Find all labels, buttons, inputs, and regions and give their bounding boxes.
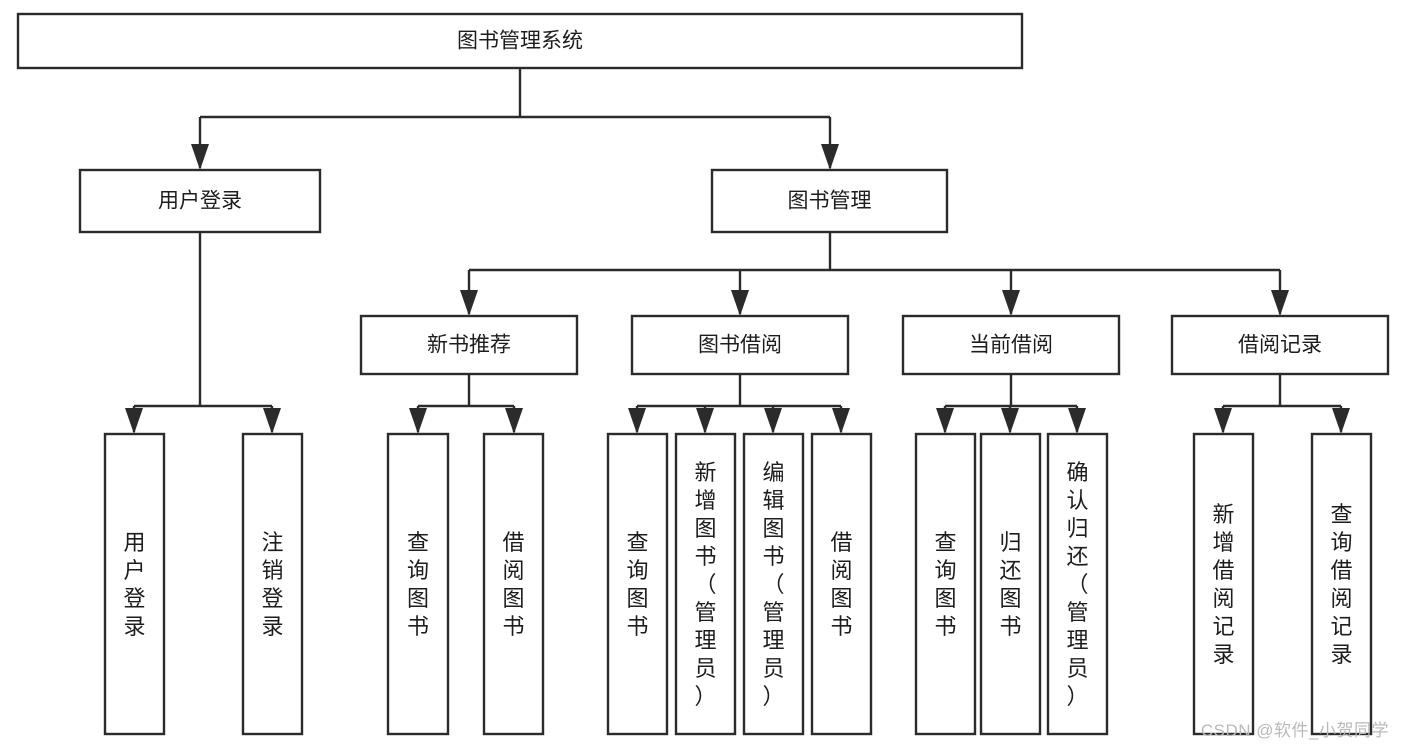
node-leaf-7-label: 借阅图书 — [830, 530, 852, 639]
node-root[interactable]: 图书管理系统 — [16, 12, 1024, 70]
node-leaf-7-box[interactable] — [810, 432, 873, 736]
arrow-head-icon — [1214, 408, 1232, 434]
arrow-head-icon — [191, 144, 209, 170]
node-leaf-2-box[interactable] — [386, 432, 450, 736]
arrow-head-icon — [1068, 408, 1086, 434]
node-level1-1-label: 图书管理 — [788, 190, 872, 213]
node-leaf-1-label: 注销登录 — [261, 530, 283, 639]
node-leaf-12-label: 查询借阅记录 — [1330, 502, 1352, 667]
node-level2-0-box[interactable] — [359, 314, 579, 376]
node-leaf-6-box[interactable] — [742, 432, 805, 736]
node-leaf-12[interactable]: 查询借阅记录 — [1310, 432, 1373, 736]
node-level2-0[interactable]: 新书推荐 — [359, 314, 579, 376]
arrow-head-icon — [1271, 290, 1289, 316]
node-leaf-6-label: 编辑图书（管理员） — [762, 460, 784, 709]
node-leaf-5[interactable]: 新增图书（管理员） — [674, 432, 737, 736]
node-root-box[interactable] — [16, 12, 1024, 70]
node-leaf-1-box[interactable] — [241, 432, 304, 736]
node-leaf-3-label: 借阅图书 — [502, 530, 524, 639]
node-leaf-11[interactable]: 新增借阅记录 — [1192, 432, 1255, 736]
arrow-head-icon — [505, 408, 523, 434]
node-leaf-8-label: 查询图书 — [934, 530, 956, 639]
node-leaf-4[interactable]: 查询图书 — [606, 432, 669, 736]
arrow-head-icon — [764, 408, 782, 434]
node-level2-0-label: 新书推荐 — [427, 334, 511, 357]
node-leaf-3-box[interactable] — [482, 432, 545, 736]
node-leaf-2[interactable]: 查询图书 — [386, 432, 450, 736]
node-root-label: 图书管理系统 — [457, 30, 583, 53]
arrow-head-icon — [125, 408, 143, 434]
node-leaf-12-box[interactable] — [1310, 432, 1373, 736]
arrow-head-icon — [821, 144, 839, 170]
arrow-head-icon — [263, 408, 281, 434]
node-level1-1[interactable]: 图书管理 — [710, 168, 949, 234]
arrow-head-icon — [1332, 408, 1350, 434]
arrow-head-icon — [460, 290, 478, 316]
node-leaf-10[interactable]: 确认归还（管理员） — [1046, 432, 1109, 736]
node-leaf-11-label: 新增借阅记录 — [1212, 502, 1234, 667]
node-leaf-10-box[interactable] — [1046, 432, 1109, 736]
arrow-head-icon — [832, 408, 850, 434]
node-leaf-10-label: 确认归还（管理员） — [1066, 460, 1088, 709]
node-leaf-11-box[interactable] — [1192, 432, 1255, 736]
node-leaf-7[interactable]: 借阅图书 — [810, 432, 873, 736]
node-level2-3-label: 借阅记录 — [1238, 334, 1322, 357]
node-leaf-6[interactable]: 编辑图书（管理员） — [742, 432, 805, 736]
node-leaf-9[interactable]: 归还图书 — [979, 432, 1042, 736]
arrow-head-icon — [1001, 408, 1019, 434]
node-leaf-4-label: 查询图书 — [626, 530, 648, 639]
arrow-head-icon — [1002, 290, 1020, 316]
node-level2-1[interactable]: 图书借阅 — [630, 314, 850, 376]
node-leaf-9-box[interactable] — [979, 432, 1042, 736]
arrow-head-icon — [936, 408, 954, 434]
node-level2-2-label: 当前借阅 — [969, 334, 1053, 357]
node-level2-1-label: 图书借阅 — [698, 334, 782, 357]
arrow-head-icon — [731, 290, 749, 316]
node-leaf-4-box[interactable] — [606, 432, 669, 736]
node-leaf-8[interactable]: 查询图书 — [914, 432, 977, 736]
node-level2-3-box[interactable] — [1170, 314, 1390, 376]
arrow-head-icon — [696, 408, 714, 434]
node-level2-3[interactable]: 借阅记录 — [1170, 314, 1390, 376]
node-level1-0-label: 用户登录 — [158, 190, 242, 213]
arrow-head-icon — [628, 408, 646, 434]
csdn-watermark: CSDN @软件_小贺同学 — [1200, 721, 1389, 740]
node-leaf-3[interactable]: 借阅图书 — [482, 432, 545, 736]
node-level1-0[interactable]: 用户登录 — [78, 168, 322, 234]
node-leaf-0[interactable]: 用户登录 — [103, 432, 166, 736]
node-leaf-5-box[interactable] — [674, 432, 737, 736]
arrow-head-icon — [409, 408, 427, 434]
node-level2-2[interactable]: 当前借阅 — [901, 314, 1121, 376]
node-leaf-9-label: 归还图书 — [999, 530, 1021, 639]
node-leaf-1[interactable]: 注销登录 — [241, 432, 304, 736]
node-leaf-5-label: 新增图书（管理员） — [694, 460, 716, 709]
node-level2-2-box[interactable] — [901, 314, 1121, 376]
edges-layer — [125, 68, 1350, 434]
node-leaf-2-label: 查询图书 — [407, 530, 429, 639]
node-leaf-0-box[interactable] — [103, 432, 166, 736]
node-leaf-8-box[interactable] — [914, 432, 977, 736]
node-level2-1-box[interactable] — [630, 314, 850, 376]
node-level1-1-box[interactable] — [710, 168, 949, 234]
node-level1-0-box[interactable] — [78, 168, 322, 234]
nodes-layer: 图书管理系统用户登录图书管理新书推荐图书借阅当前借阅借阅记录用户登录注销登录查询… — [16, 12, 1390, 736]
node-leaf-0-label: 用户登录 — [123, 530, 145, 639]
